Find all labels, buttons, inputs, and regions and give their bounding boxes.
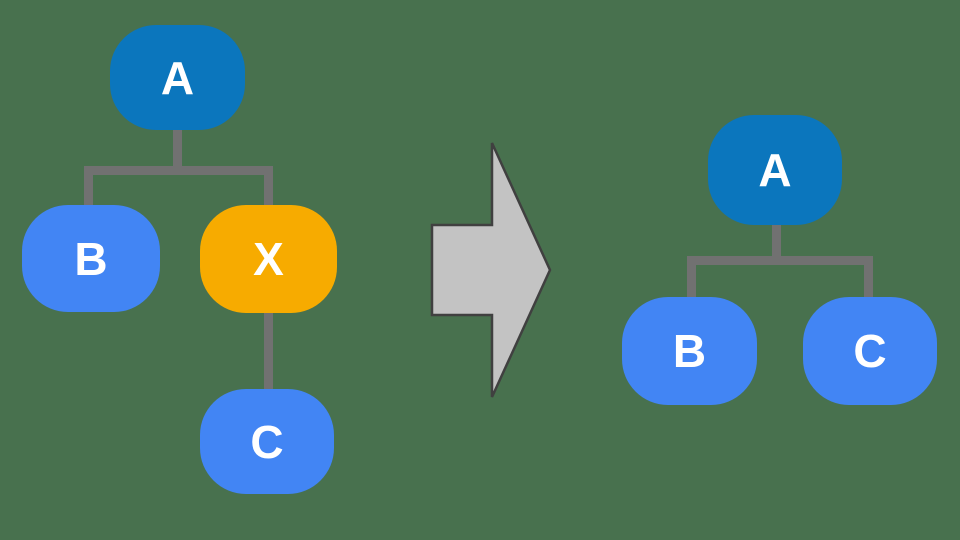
edge-a-c-after bbox=[864, 256, 873, 301]
node-b-before: B bbox=[22, 205, 160, 312]
edge-a-children-bar bbox=[84, 166, 273, 175]
node-c-after: C bbox=[803, 297, 937, 405]
node-c-before-label: C bbox=[250, 415, 284, 468]
node-b-after: B bbox=[622, 297, 757, 405]
edge-x-c bbox=[264, 308, 273, 392]
edge-a-b-after bbox=[687, 256, 696, 301]
node-a-after: A bbox=[708, 115, 842, 225]
node-c-after-label: C bbox=[853, 325, 887, 377]
node-a-before-label: A bbox=[160, 51, 195, 104]
node-x-before: X bbox=[200, 205, 337, 313]
edge-a-b bbox=[84, 166, 93, 210]
node-a-after-label: A bbox=[758, 144, 792, 196]
right-arrow-shape bbox=[430, 142, 552, 398]
node-x-before-label: X bbox=[253, 233, 284, 285]
node-b-before-label: B bbox=[74, 232, 108, 285]
right-arrow-icon bbox=[430, 142, 552, 398]
node-b-after-label: B bbox=[672, 325, 707, 377]
edge-a-children-bar-after bbox=[687, 256, 873, 265]
edge-a-x bbox=[264, 166, 273, 210]
node-a-before: A bbox=[110, 25, 245, 130]
node-c-before: C bbox=[200, 389, 334, 494]
edge-a-children bbox=[173, 128, 182, 175]
edge-a-children-after bbox=[772, 220, 781, 262]
